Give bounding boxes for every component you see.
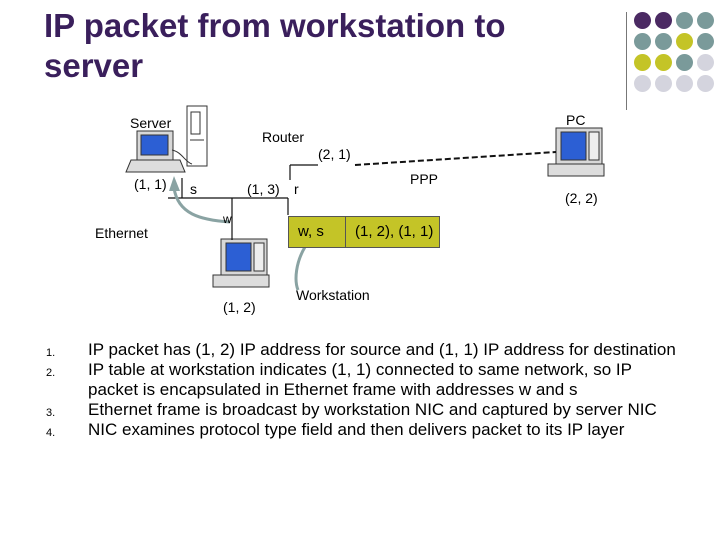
decorative-dot: [697, 75, 714, 92]
decorative-dot: [697, 12, 714, 29]
server-tower-icon: [186, 105, 208, 167]
step-number: 1.: [46, 347, 56, 359]
step-text: NIC examines protocol type field and the…: [88, 420, 625, 439]
server-mac-address: s: [190, 181, 197, 197]
router-lan-address: (1, 3): [247, 181, 280, 197]
pc-computer-icon: [547, 127, 605, 177]
workstation-label: Workstation: [296, 287, 370, 303]
router-mac-address: r: [294, 181, 299, 197]
divider-line: [626, 12, 627, 110]
decorative-dot: [634, 33, 651, 50]
decorative-dot: [697, 54, 714, 71]
frame-divider: [345, 216, 346, 248]
pc-ip-address: (2, 2): [565, 190, 598, 206]
decorative-dot: [697, 33, 714, 50]
workstation-mac-address: w: [223, 212, 232, 226]
step-item: 1. IP packet has (1, 2) IP address for so…: [46, 340, 686, 360]
decorative-dot: [655, 75, 672, 92]
server-ip-address: (1, 1): [134, 176, 167, 192]
server-computer-icon: [125, 130, 193, 173]
step-number: 4.: [46, 427, 56, 439]
server-label: Server: [130, 115, 172, 131]
frame-header-addresses: w, s: [298, 223, 324, 240]
step-item: 3. Ethernet frame is broadcast by worksta…: [46, 400, 686, 420]
slide-title: IP packet from workstation to server: [44, 7, 506, 84]
router-label: Router: [262, 129, 305, 145]
router-wan-address: (2, 1): [318, 146, 351, 162]
workstation-ip-address: (1, 2): [223, 299, 256, 315]
decorative-dot: [676, 54, 693, 71]
decorative-dot: [676, 75, 693, 92]
decorative-dot: [655, 33, 672, 50]
step-item: 2. IP table at workstation indicates (1, …: [46, 360, 686, 400]
step-text: IP packet has (1, 2) IP address for sour…: [88, 340, 676, 359]
step-number: 2.: [46, 367, 56, 379]
ppp-label: PPP: [410, 171, 439, 187]
step-item: 4. NIC examines protocol type field and t…: [46, 420, 686, 440]
ethernet-label: Ethernet: [95, 225, 148, 241]
decorative-dot: [676, 33, 693, 50]
pc-label: PC: [566, 112, 586, 128]
decorative-dot: [655, 54, 672, 71]
packet-ip-addresses: (1, 2), (1, 1): [355, 223, 434, 240]
step-number: 3.: [46, 407, 56, 419]
ethernet-frame: [288, 216, 440, 248]
decorative-dot: [634, 12, 651, 29]
step-text: IP table at workstation indicates (1, 1)…: [88, 360, 632, 399]
decorative-dot: [655, 12, 672, 29]
decorative-dot: [634, 54, 651, 71]
decorative-dot: [634, 75, 651, 92]
decorative-dot: [676, 12, 693, 29]
steps-list: 1. IP packet has (1, 2) IP address for so…: [46, 340, 686, 440]
step-text: Ethernet frame is broadcast by workstati…: [88, 400, 657, 419]
workstation-computer-icon: [212, 238, 270, 288]
